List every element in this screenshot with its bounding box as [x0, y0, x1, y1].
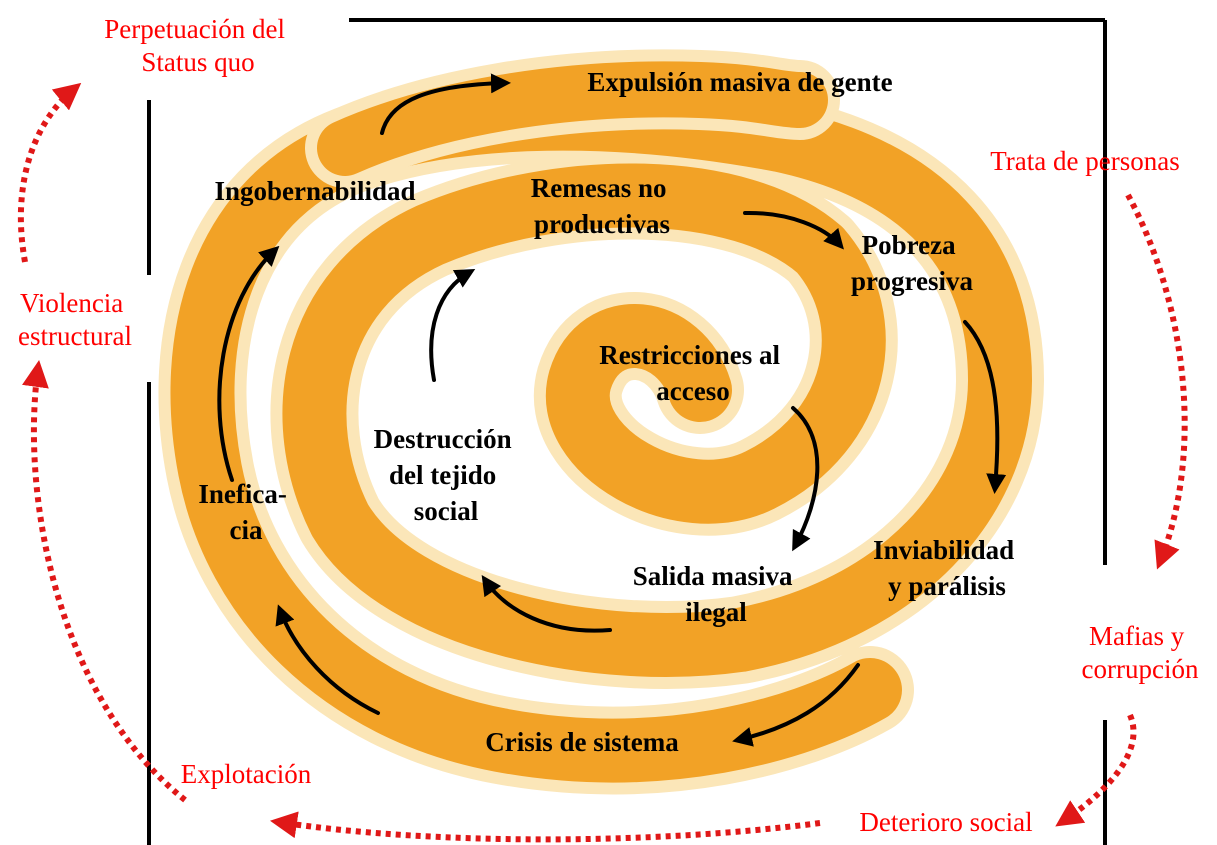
arrow-to-destruccion: [481, 575, 612, 633]
arrow-to-remesas: [429, 269, 476, 382]
arrow-to-deterioro: [1055, 713, 1137, 827]
label-restricciones: Restricciones al acceso: [599, 340, 786, 406]
label-pobreza: Pobreza progresiva: [851, 230, 974, 296]
label-remesas: Remesas no productivas: [531, 173, 674, 239]
label-perpetuacion: Perpetuación del Status quo: [104, 14, 291, 77]
label-mafias: Mafias y corrupción: [1082, 621, 1199, 684]
arrow-to-ingobernabilidad: [217, 245, 280, 482]
label-trata: Trata de personas: [990, 146, 1179, 176]
spiral-tail: [317, 61, 828, 176]
label-salida: Salida masiva ilegal: [633, 561, 800, 627]
flow-arrows: [217, 73, 1007, 747]
label-ingobernabilidad: Ingobernabilidad: [214, 176, 415, 206]
label-deterioro: Deterioro social: [859, 807, 1032, 837]
label-ineficacia: Inefica- cia: [198, 479, 293, 545]
arrow-to-salida: [791, 406, 820, 552]
label-inviabilidad: Inviabilidad y parálisis: [873, 535, 1021, 601]
arrow-to-inviabilidad: [963, 320, 1007, 494]
outer-cycle-arrows: [17, 82, 1188, 843]
arrow-to-violencia: [22, 359, 187, 803]
frame: [147, 18, 1107, 845]
arrow-to-perpetuacion: [17, 82, 82, 263]
label-explotacion: Explotación: [181, 759, 312, 789]
label-expulsion: Expulsión masiva de gente: [587, 67, 892, 97]
arrow-to-explotacion: [269, 811, 821, 843]
arrow-to-expulsion: [380, 73, 511, 135]
arrow-to-mafias: [1125, 193, 1188, 570]
label-crisis: Crisis de sistema: [485, 727, 679, 757]
spiral-core: [170, 86, 1032, 783]
arrow-to-crisis: [732, 663, 860, 747]
label-destruccion: Destrucción del tejido social: [374, 424, 519, 526]
label-violencia: Violencia estructural: [18, 288, 132, 351]
arrow-to-pobreza: [743, 210, 844, 250]
spiral-band: [158, 49, 1044, 795]
arrow-to-ineficacia: [275, 604, 380, 715]
